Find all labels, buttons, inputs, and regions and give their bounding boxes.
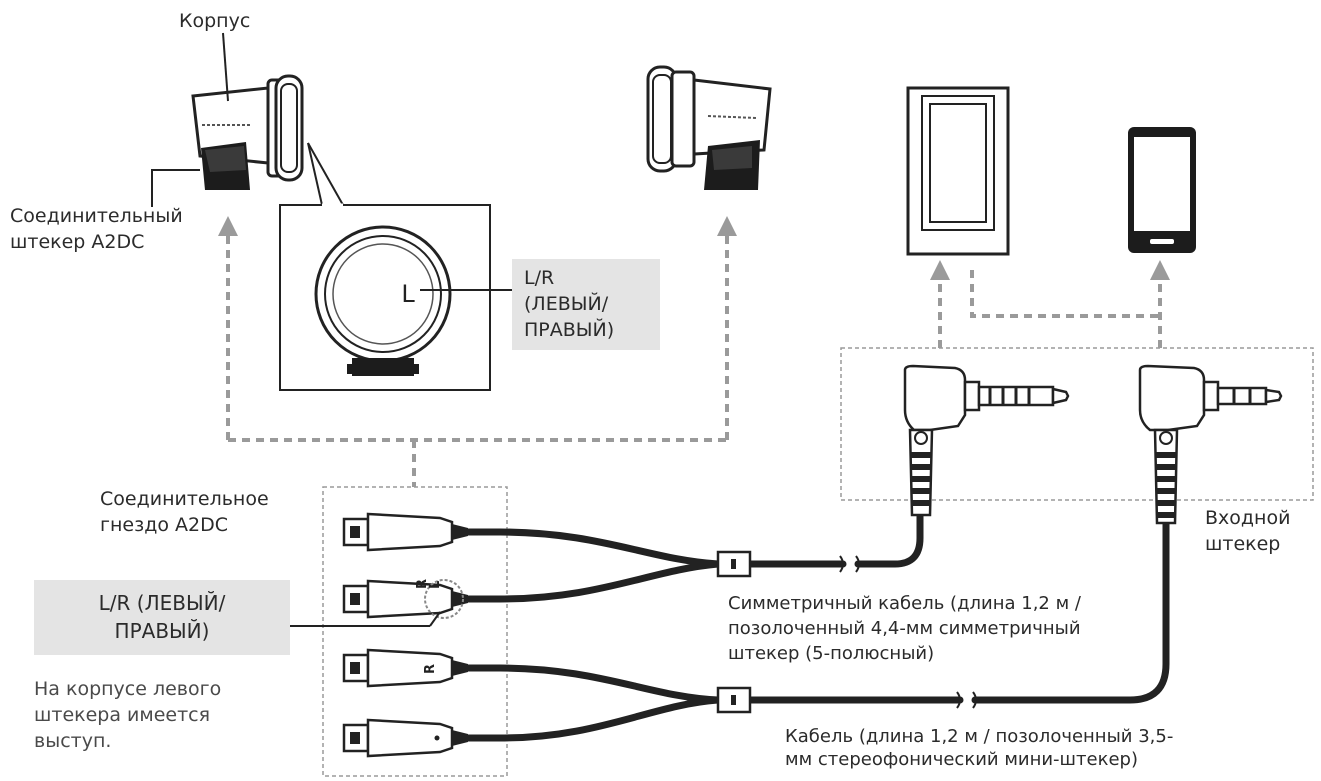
standard-cable-label: Кабель (длина 1,2 м / позолоченный 3,5- … bbox=[785, 726, 1174, 770]
lr-box-leader-2 bbox=[429, 611, 441, 627]
standard-cable-break bbox=[956, 691, 977, 709]
balanced-plug-4-4mm bbox=[903, 364, 1070, 517]
housing-label: Корпус bbox=[179, 10, 251, 32]
a2dc-connector-lower-r: R bbox=[342, 648, 500, 688]
audio-player-icon bbox=[906, 86, 1010, 256]
balanced-cable-splitter bbox=[716, 550, 752, 578]
lr-callout-label: L/R (ЛЕВЫЙ/ ПРАВЫЙ) bbox=[512, 259, 660, 350]
a2dc-connector-upper-r bbox=[342, 512, 500, 552]
smartphone-icon bbox=[1128, 127, 1196, 253]
connector-mark-r-lower: R bbox=[423, 664, 438, 674]
standard-cable-splitter bbox=[716, 686, 752, 714]
standard-plug-3-5mm bbox=[1138, 364, 1283, 525]
dashed-connection-lines bbox=[218, 216, 1170, 487]
a2dc-plug-label: Соединительный штекер A2DC bbox=[10, 205, 183, 254]
zoom-letter-l: L bbox=[401, 280, 415, 308]
balanced-cable-break bbox=[839, 555, 860, 573]
dashed-frames bbox=[322, 347, 1314, 777]
standard-cable bbox=[496, 519, 1170, 742]
lr-box-label: L/R (ЛЕВЫЙ/ ПРАВЫЙ) bbox=[34, 580, 290, 656]
protrusion-note: На корпусе левого штекера имеется выступ… bbox=[34, 678, 222, 753]
connector-mark-l: L bbox=[428, 581, 443, 589]
connector-mark-r: R bbox=[415, 579, 430, 589]
a2dc-connector-upper-l: R L bbox=[342, 579, 500, 619]
housing-leader bbox=[222, 32, 229, 102]
a2dc-socket-label: Соединительное гнездо A2DC bbox=[100, 488, 269, 537]
right-earpiece bbox=[646, 65, 772, 190]
balanced-cable-label: Симметричный кабель (длина 1,2 м / позол… bbox=[728, 593, 1081, 664]
left-earpiece bbox=[191, 74, 304, 190]
a2dc-plug-leader bbox=[151, 169, 200, 207]
a2dc-connector-lower-l bbox=[342, 718, 500, 758]
input-plug-label: Входной штекер bbox=[1205, 507, 1291, 556]
zoom-callout: L bbox=[279, 142, 512, 391]
balanced-cable bbox=[496, 511, 924, 603]
